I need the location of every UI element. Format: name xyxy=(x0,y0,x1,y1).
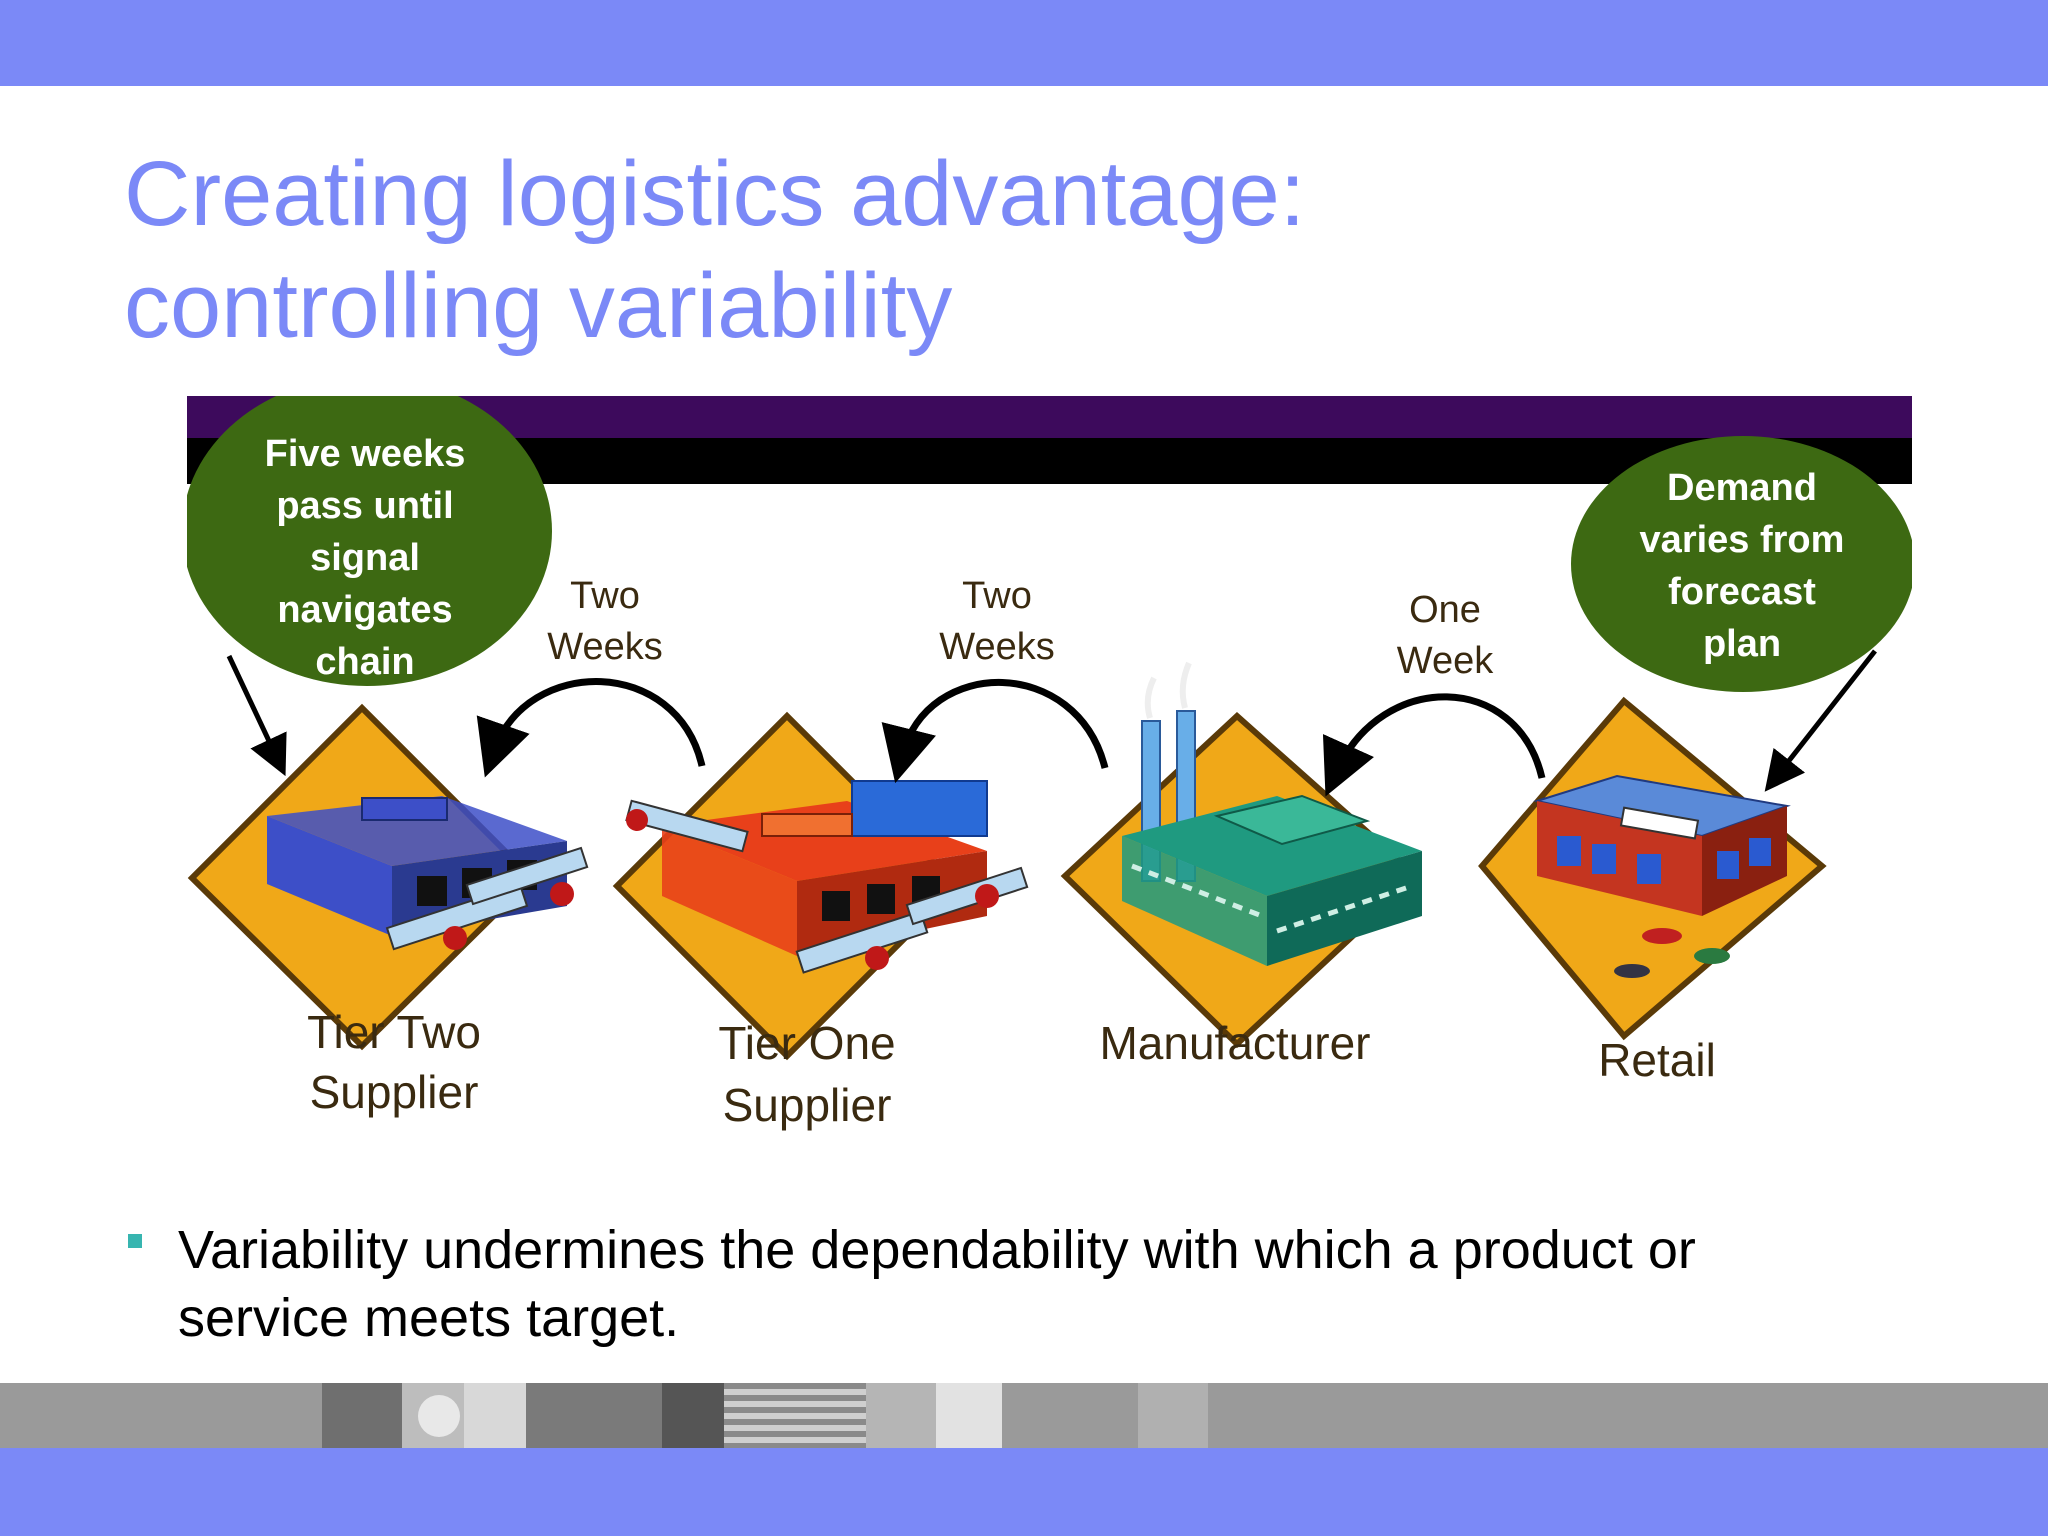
node-label-tier-one: Supplier xyxy=(723,1079,892,1131)
right-callout-bubble xyxy=(1571,436,1915,692)
node-label-tier-two: Tier Two xyxy=(307,1006,481,1058)
right-callout-line: varies from xyxy=(1640,519,1845,561)
warehouse-icon xyxy=(267,796,589,951)
arrow-label-line: Two xyxy=(962,575,1032,617)
bullet-text: Variability undermines the dependability… xyxy=(178,1220,1696,1348)
arrow-tier-one-to-tier-two xyxy=(476,678,706,778)
title-line-2: controlling variability xyxy=(124,255,953,357)
arrow-label-line: Weeks xyxy=(547,626,662,668)
arrow-label-line: Two xyxy=(570,575,640,617)
factory-icon xyxy=(1122,661,1422,966)
photo-tile xyxy=(724,1383,866,1448)
arrow-label-line: Week xyxy=(1397,640,1494,682)
photo-tile xyxy=(526,1383,662,1448)
node-label-retail: Retail xyxy=(1598,1034,1716,1086)
photo-tile xyxy=(936,1383,1002,1448)
arrow-retail-to-manufacturer xyxy=(1322,693,1546,797)
supply-chain-diagram: Five weeks pass until signal navigates c… xyxy=(182,376,1915,1156)
title-line-1: Creating logistics advantage: xyxy=(124,143,1306,245)
photo-tile xyxy=(1138,1383,1208,1448)
left-callout-line: signal xyxy=(310,537,420,579)
node-label-tier-one: Tier One xyxy=(718,1017,895,1069)
photo-tile xyxy=(322,1383,402,1448)
arrow-manufacturer-to-tier-one xyxy=(881,679,1109,784)
left-callout-bubble xyxy=(182,376,552,686)
left-callout-line: pass until xyxy=(276,485,453,527)
top-accent-band xyxy=(0,0,2048,86)
slide-title: Creating logistics advantage: controllin… xyxy=(124,138,1924,362)
arrow-label-line: Weeks xyxy=(939,626,1054,668)
right-callout-line: Demand xyxy=(1667,467,1817,509)
photo-tile xyxy=(866,1383,936,1448)
warehouse-icon xyxy=(625,780,1029,974)
left-callout-line: Five weeks xyxy=(265,433,466,475)
arrow-label-line: One xyxy=(1409,589,1481,631)
store-icon xyxy=(1533,774,1791,978)
bullet-marker xyxy=(128,1234,142,1248)
bottom-accent-band xyxy=(0,1448,2048,1536)
left-callout-line: chain xyxy=(315,641,414,683)
node-label-manufacturer: Manufacturer xyxy=(1099,1017,1370,1069)
left-callout-pointer xyxy=(226,654,287,777)
photo-circle xyxy=(418,1395,460,1437)
right-callout-pointer xyxy=(1764,649,1877,792)
right-callout-line: plan xyxy=(1703,623,1781,665)
node-label-tier-two: Supplier xyxy=(310,1066,479,1118)
decorative-photo-strip xyxy=(0,1383,2048,1448)
photo-tile xyxy=(464,1383,526,1448)
right-callout-line: forecast xyxy=(1668,571,1816,613)
photo-tile xyxy=(662,1383,724,1448)
left-callout-line: navigates xyxy=(277,589,452,631)
